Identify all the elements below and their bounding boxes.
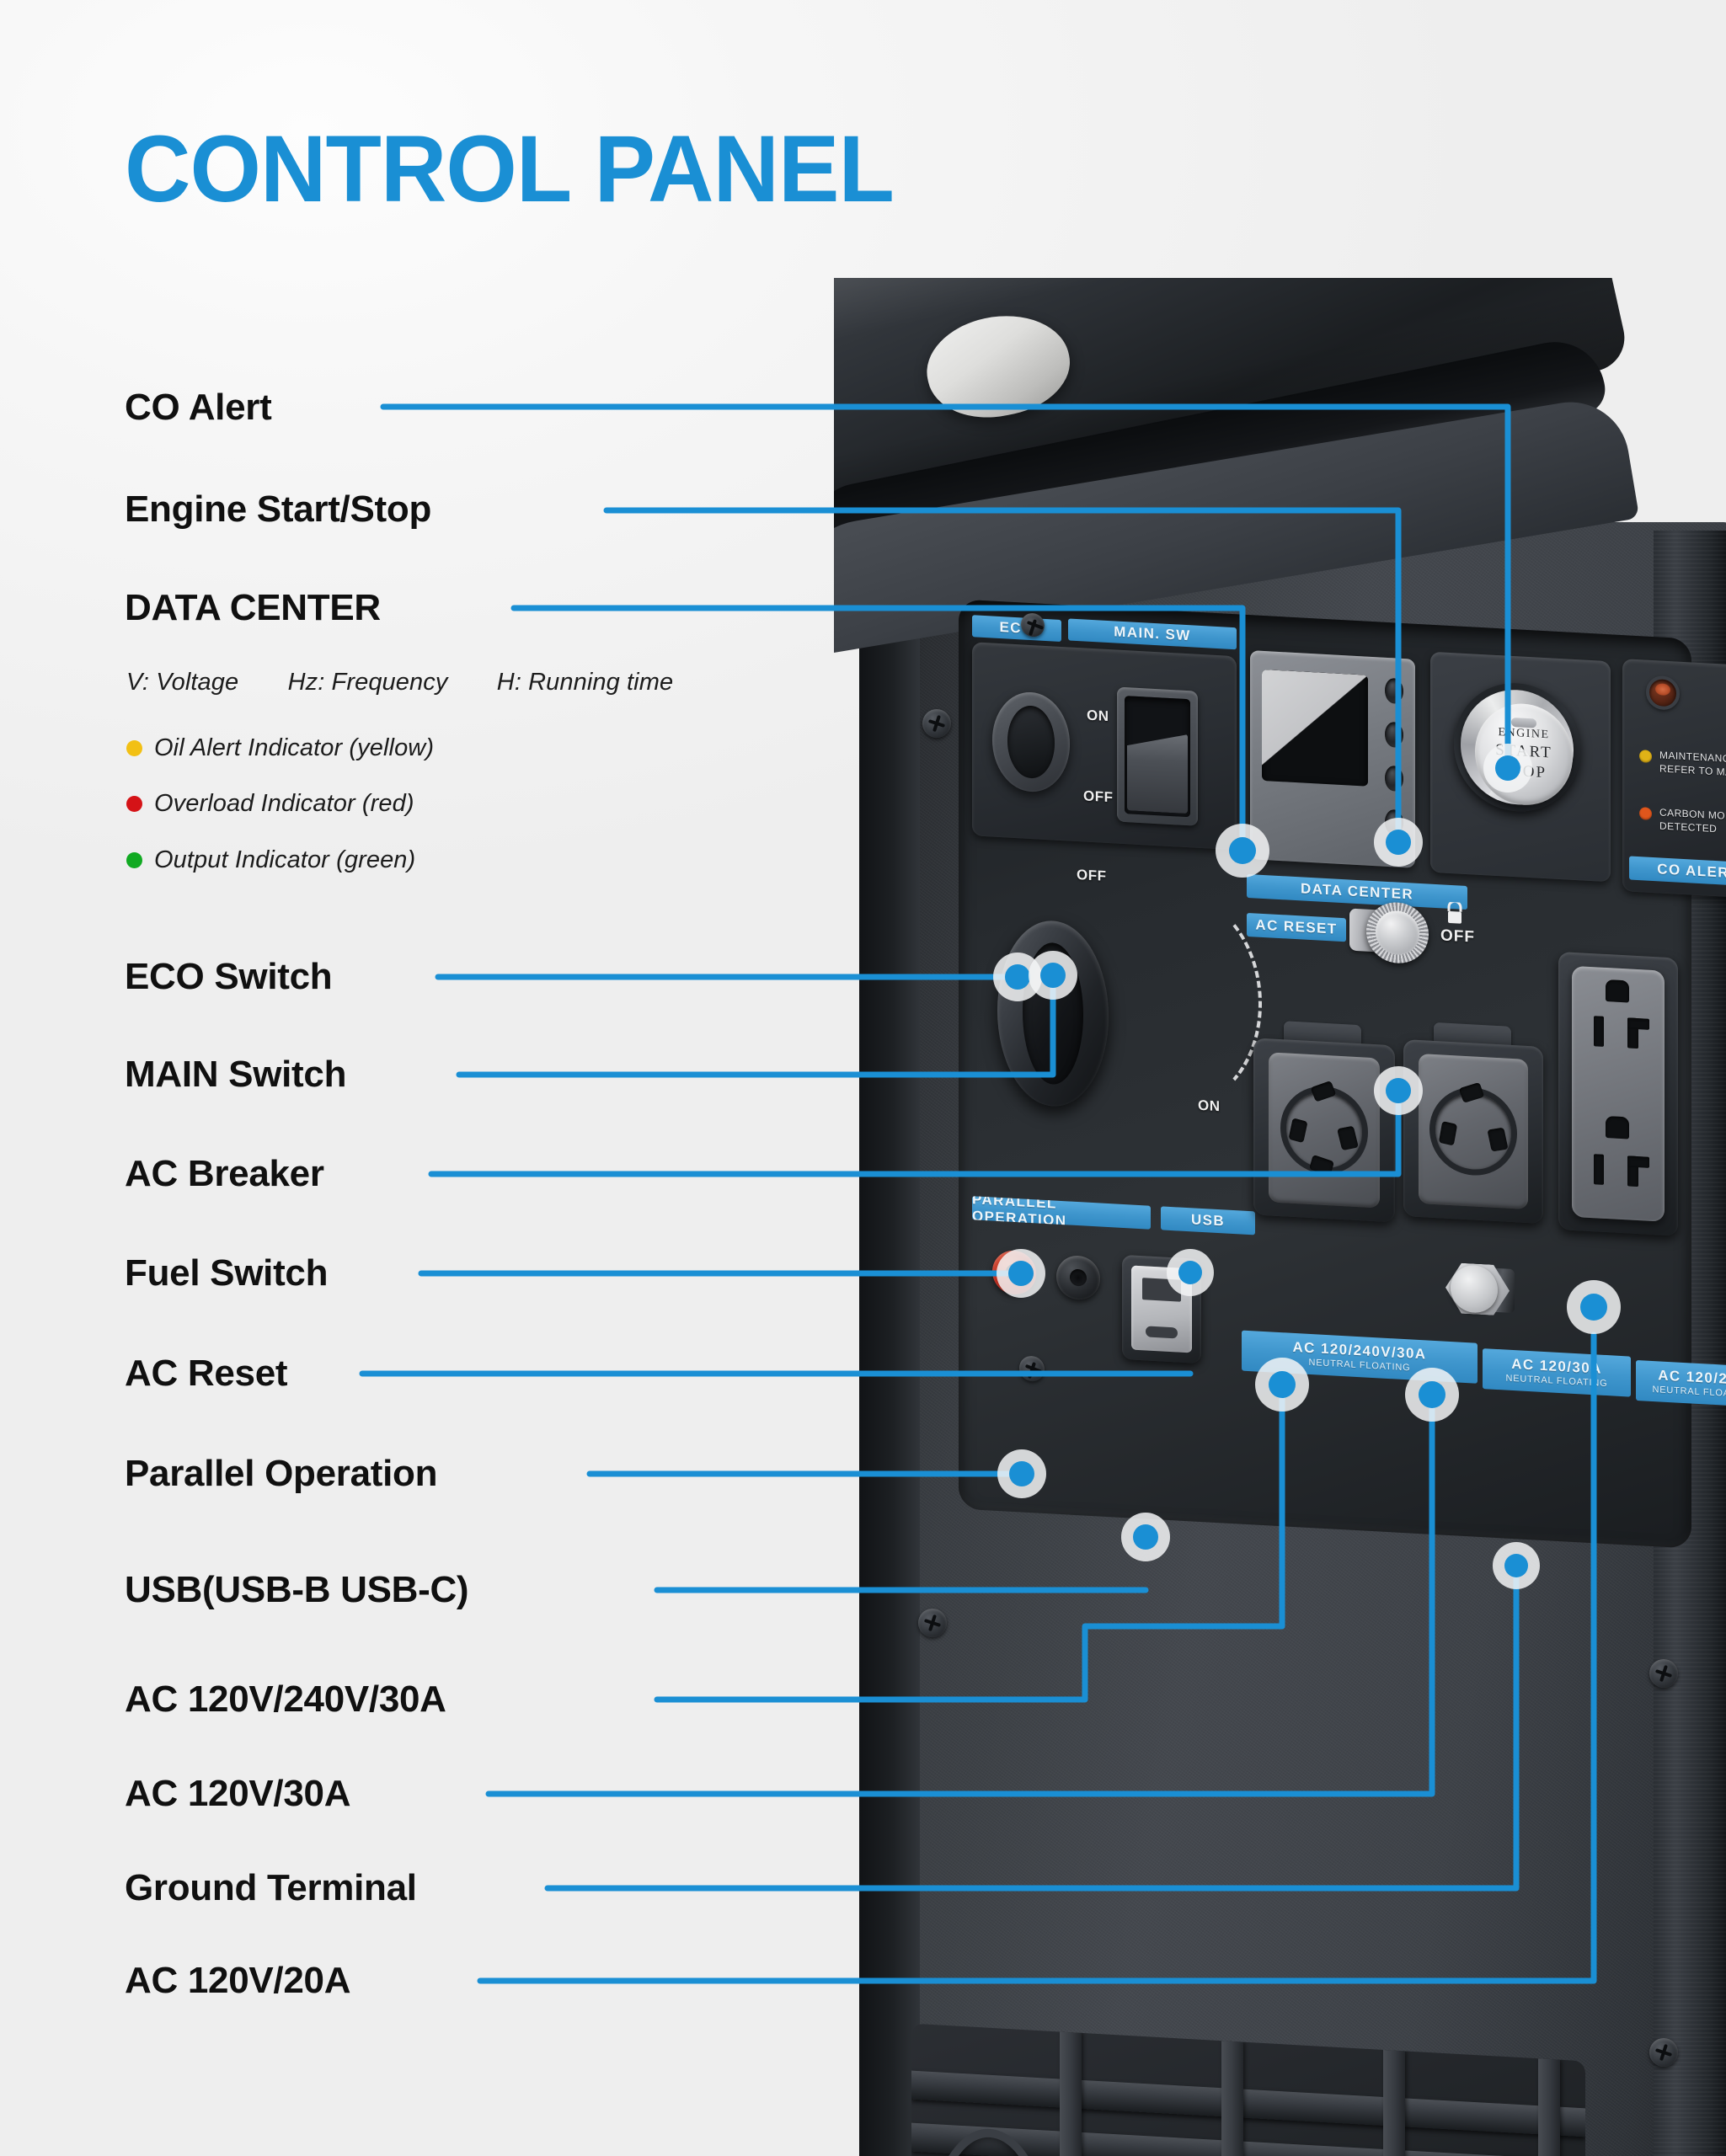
maintenance-warning-text: MAINTENANCE REREFER TO MANUA bbox=[1659, 748, 1726, 781]
main-switch-rocker-inner bbox=[1125, 696, 1190, 818]
callout-label-parallel-operation: Parallel Operation bbox=[125, 1453, 438, 1494]
output-text: Output Indicator (green) bbox=[154, 846, 416, 873]
breaker-lock-icon bbox=[1447, 901, 1462, 924]
fuel-valve-arc bbox=[1102, 889, 1262, 1109]
callout-label-ac-breaker: AC Breaker bbox=[125, 1153, 324, 1194]
switch-label-off: OFF bbox=[1083, 787, 1114, 806]
legend-indicator-output: Output Indicator (green) bbox=[126, 846, 415, 874]
led-hole-1 bbox=[1385, 677, 1403, 704]
usb-c-connector-icon bbox=[1146, 1326, 1178, 1339]
engine-start-stop-button[interactable]: ENGINE START STOP bbox=[1475, 701, 1573, 808]
callout-label-engine-start-stop: Engine Start/Stop bbox=[125, 488, 432, 530]
callout-label-fuel-switch: Fuel Switch bbox=[125, 1252, 329, 1294]
silkscreen-outlet-30a: AC 120/30A NEUTRAL FLOATING bbox=[1483, 1348, 1631, 1397]
legend-indicator-overload: Overload Indicator (red) bbox=[126, 790, 414, 818]
callout-label-ac-reset: AC Reset bbox=[125, 1353, 288, 1394]
duplex-neutral-slot-bottom bbox=[1594, 1154, 1604, 1185]
data-center-display bbox=[1262, 669, 1368, 787]
page-title: CONTROL PANEL bbox=[125, 116, 895, 221]
generator-illustration: ECO MAIN. SW ON OFF bbox=[834, 278, 1726, 2156]
callout-label-usb: USB(USB-B USB-C) bbox=[125, 1569, 469, 1610]
callout-label-eco-switch: ECO Switch bbox=[125, 956, 333, 997]
maintenance-led-icon bbox=[1639, 750, 1652, 763]
outlet-ac-120v-30a[interactable] bbox=[1419, 1053, 1528, 1209]
led-hole-4 bbox=[1385, 808, 1403, 835]
parallel-post-positive[interactable] bbox=[992, 1249, 1036, 1296]
silkscreen-data-center: DATA CENTER bbox=[1247, 873, 1467, 910]
silkscreen-eco: ECO bbox=[972, 615, 1061, 642]
fuel-on-label: ON bbox=[1198, 1097, 1221, 1115]
legend-runtime: H: Running time bbox=[496, 669, 674, 696]
carbon-monoxide-led-icon bbox=[1639, 807, 1652, 820]
silkscreen-outlet-20a: AC 120/20A NEUTRAL FLOATING bbox=[1636, 1359, 1726, 1408]
callout-label-ac-120-30: AC 120V/30A bbox=[125, 1773, 351, 1814]
callout-label-ground-terminal: Ground Terminal bbox=[125, 1867, 417, 1908]
callout-label-ac-120-240-30: AC 120V/240V/30A bbox=[125, 1678, 446, 1720]
legend-abbreviations: V: Voltage Hz: Frequency H: Running time bbox=[126, 669, 673, 696]
duplex-hot-tslot-bottom bbox=[1627, 1155, 1649, 1168]
engine-button-line3: STOP bbox=[1500, 761, 1547, 782]
silkscreen-main-sw: MAIN. SW bbox=[1068, 618, 1237, 650]
main-switch-rocker[interactable] bbox=[1117, 686, 1198, 826]
led-hole-2 bbox=[1385, 721, 1403, 748]
legend-voltage: V: Voltage bbox=[126, 669, 239, 696]
overload-text: Overload Indicator (red) bbox=[154, 790, 414, 817]
data-center-plate bbox=[1250, 650, 1415, 868]
silkscreen-outlet-240v: AC 120/240V/30A NEUTRAL FLOATING bbox=[1242, 1330, 1478, 1384]
oil-alert-text: Oil Alert Indicator (yellow) bbox=[154, 734, 435, 761]
ac-breaker-knob[interactable] bbox=[1366, 900, 1429, 965]
outlet-ac-120v-20a[interactable] bbox=[1572, 965, 1665, 1222]
panel-screw-lower-left bbox=[1019, 1355, 1045, 1382]
usb-port[interactable] bbox=[1122, 1254, 1201, 1364]
callout-label-co-alert: CO Alert bbox=[125, 387, 272, 428]
overload-dot-icon bbox=[126, 796, 142, 812]
silkscreen-parallel-operation: PARALLEL OPERATION bbox=[972, 1196, 1151, 1230]
duplex-ground-slot-top bbox=[1606, 979, 1629, 1003]
fuel-off-label: OFF bbox=[1077, 866, 1107, 884]
engine-button-nub bbox=[1511, 717, 1536, 728]
legend-frequency: Hz: Frequency bbox=[287, 669, 448, 696]
callout-label-data-center: DATA CENTER bbox=[125, 587, 381, 628]
co-line2: DETECTED bbox=[1659, 819, 1718, 835]
callout-label-ac-120-20: AC 120V/20A bbox=[125, 1960, 351, 2001]
usb-b-connector-icon bbox=[1141, 1278, 1182, 1302]
duplex-hot-tslot-top bbox=[1627, 1017, 1649, 1030]
panel-screw-bottom-left bbox=[918, 1609, 947, 1637]
engine-button-line1: ENGINE bbox=[1498, 726, 1550, 742]
generator-body-left-edge bbox=[859, 522, 920, 2156]
panel-screw-lower-right bbox=[1649, 2038, 1678, 2067]
oil-alert-dot-icon bbox=[126, 740, 142, 756]
switch-label-on: ON bbox=[1087, 707, 1109, 725]
duplex-neutral-slot-top bbox=[1594, 1016, 1604, 1047]
eco-plate-screw bbox=[1021, 612, 1045, 638]
outlet-ac-120-240v-30a[interactable] bbox=[1269, 1052, 1380, 1209]
led-hole-3 bbox=[1385, 765, 1403, 792]
output-dot-icon bbox=[126, 852, 142, 868]
breaker-off-label: OFF bbox=[1440, 926, 1475, 947]
legend-indicator-oil-alert: Oil Alert Indicator (yellow) bbox=[126, 734, 434, 762]
panel-screw-bottom-right bbox=[1649, 1659, 1678, 1688]
silkscreen-usb: USB bbox=[1161, 1206, 1255, 1235]
duplex-ground-slot-bottom bbox=[1606, 1115, 1629, 1139]
parallel-post-negative[interactable] bbox=[1056, 1254, 1100, 1301]
panel-screw-top-left bbox=[922, 709, 951, 738]
engine-button-line2: START bbox=[1495, 740, 1552, 762]
usb-port-inner bbox=[1131, 1265, 1192, 1353]
control-panel-face: ECO MAIN. SW ON OFF bbox=[969, 608, 1726, 1538]
main-switch-rocker-pad bbox=[1127, 731, 1188, 814]
silkscreen-ac-reset: AC RESET bbox=[1247, 912, 1346, 942]
fuel-switch-knob[interactable] bbox=[997, 917, 1109, 1110]
callout-label-main-switch: MAIN Switch bbox=[125, 1054, 347, 1095]
engine-start-stop-bezel: ENGINE START STOP bbox=[1461, 686, 1574, 808]
